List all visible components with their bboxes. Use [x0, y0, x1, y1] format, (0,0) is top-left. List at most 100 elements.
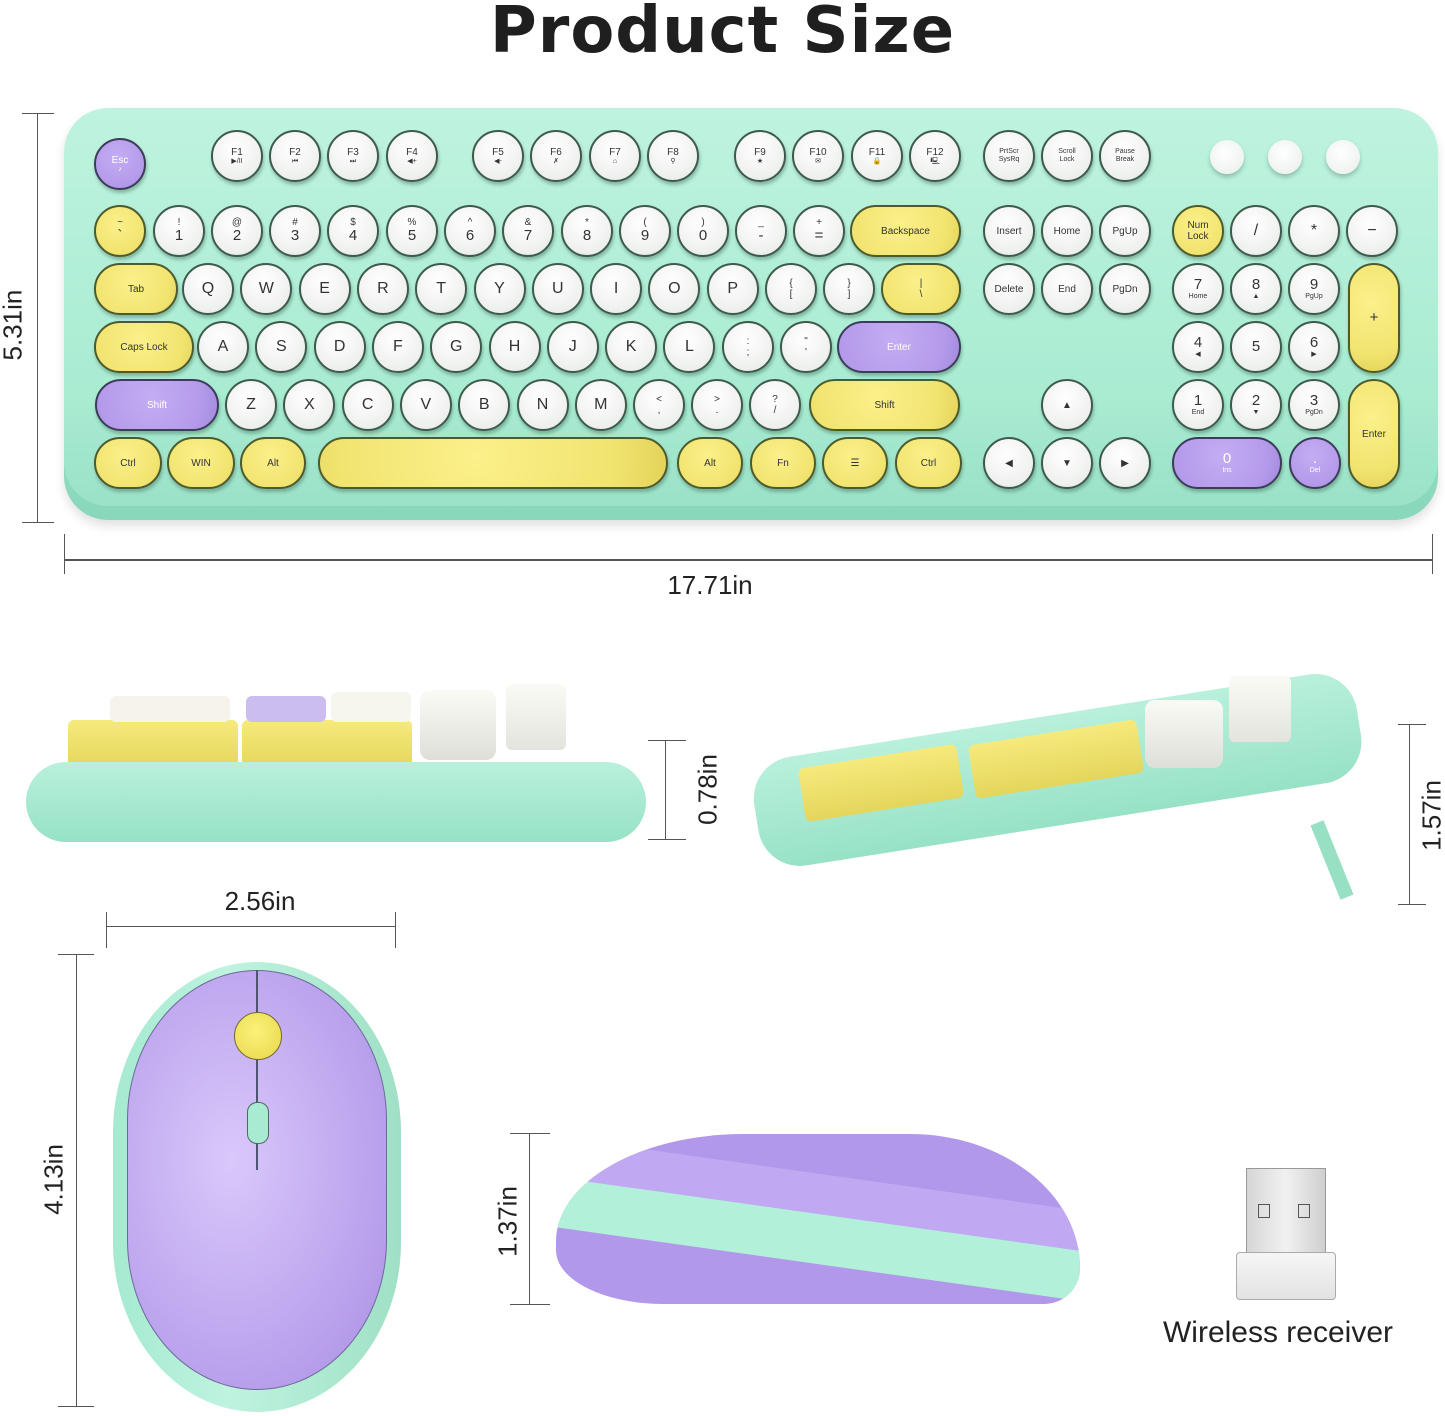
- key-f10[interactable]: F10✉: [792, 130, 844, 182]
- key-np-enter[interactable]: Enter: [1348, 379, 1400, 489]
- key-f3[interactable]: F3⏭: [327, 130, 379, 182]
- key-pgup[interactable]: PgUp: [1099, 205, 1151, 257]
- key-w[interactable]: W: [240, 263, 293, 315]
- key-punct-a-1[interactable]: "': [780, 321, 832, 373]
- key-num-0[interactable]: ~`: [94, 205, 146, 257]
- key-c[interactable]: C: [341, 379, 394, 431]
- key-bottom-right-2[interactable]: ☰: [822, 437, 888, 489]
- key-f8[interactable]: F8⚲: [647, 130, 699, 182]
- key-enter[interactable]: Enter: [837, 321, 961, 373]
- key-delete[interactable]: Delete: [983, 263, 1035, 315]
- key-punct-z-1[interactable]: >.: [691, 379, 743, 431]
- key-bottom-left-0[interactable]: Ctrl: [94, 437, 162, 489]
- key-z[interactable]: Z: [225, 379, 277, 431]
- arrow-up-key[interactable]: ▲: [1041, 379, 1093, 431]
- key-p[interactable]: P: [706, 263, 759, 315]
- key-np-top-1[interactable]: *: [1288, 205, 1340, 257]
- key-f1[interactable]: F1▶/II: [211, 130, 263, 182]
- key-bottom-right-3[interactable]: Ctrl: [895, 437, 962, 489]
- key-t[interactable]: T: [415, 263, 468, 315]
- key-num-8[interactable]: *8: [561, 205, 613, 257]
- key-num-10[interactable]: )0: [677, 205, 729, 257]
- key-home[interactable]: Home: [1041, 205, 1093, 257]
- key-o[interactable]: O: [648, 263, 701, 315]
- key-num-1[interactable]: !1: [153, 205, 205, 257]
- key-punct-a-0[interactable]: :;: [722, 321, 774, 373]
- key-num-3[interactable]: #3: [269, 205, 321, 257]
- key-a[interactable]: A: [197, 321, 249, 373]
- key-m[interactable]: M: [574, 379, 627, 431]
- arrow-left-key[interactable]: ◀: [983, 437, 1035, 489]
- key-num-2[interactable]: @2: [211, 205, 263, 257]
- key-u[interactable]: U: [531, 263, 584, 315]
- key-f7[interactable]: F7⌂: [589, 130, 641, 182]
- key-num-5[interactable]: %5: [386, 205, 438, 257]
- key-punct-z-0[interactable]: <,: [633, 379, 685, 431]
- key-bracket-1[interactable]: }]: [823, 263, 875, 315]
- key-h[interactable]: H: [488, 321, 541, 373]
- key-k[interactable]: K: [605, 321, 658, 373]
- key-backslash[interactable]: |\: [881, 263, 961, 315]
- key-punct-z-2[interactable]: ?/: [749, 379, 801, 431]
- key-l[interactable]: L: [663, 321, 716, 373]
- key-esc[interactable]: Esc♪: [94, 138, 146, 190]
- key-bottom-right-0[interactable]: Alt: [677, 437, 743, 489]
- key-np-4[interactable]: 4◀: [1172, 321, 1224, 373]
- key-d[interactable]: D: [313, 321, 366, 373]
- key-r[interactable]: R: [356, 263, 409, 315]
- key-i[interactable]: I: [590, 263, 643, 315]
- key-end[interactable]: End: [1041, 263, 1093, 315]
- key-g[interactable]: G: [430, 321, 483, 373]
- key-shift-left[interactable]: Shift: [95, 379, 219, 431]
- key-f9[interactable]: F9★: [734, 130, 786, 182]
- key-tab[interactable]: Tab: [94, 263, 178, 315]
- key-s[interactable]: S: [255, 321, 308, 373]
- key-backspace[interactable]: Backspace: [850, 205, 961, 257]
- key-bracket-0[interactable]: {[: [765, 263, 817, 315]
- key-b[interactable]: B: [458, 379, 511, 431]
- key-shift-right[interactable]: Shift: [809, 379, 960, 431]
- key-num-9[interactable]: (9: [619, 205, 671, 257]
- key-y[interactable]: Y: [473, 263, 526, 315]
- key-q[interactable]: Q: [182, 263, 234, 315]
- key-num-11[interactable]: _-: [735, 205, 787, 257]
- key-np-2[interactable]: 2▼: [1230, 379, 1282, 431]
- key-bottom-left-1[interactable]: WIN: [167, 437, 235, 489]
- key-f2[interactable]: F2⏮: [269, 130, 321, 182]
- arrow-right-key[interactable]: ▶: [1099, 437, 1151, 489]
- key-num-7[interactable]: &7: [502, 205, 554, 257]
- key-j[interactable]: J: [546, 321, 599, 373]
- key-v[interactable]: V: [399, 379, 452, 431]
- key-np-5[interactable]: 5: [1230, 321, 1282, 373]
- key-bottom-right-1[interactable]: Fn: [750, 437, 816, 489]
- key-np-dot[interactable]: .Del: [1289, 437, 1341, 489]
- key-f5[interactable]: F5◀-: [472, 130, 524, 182]
- key-f6[interactable]: F6✗: [530, 130, 582, 182]
- key-insert[interactable]: Insert: [983, 205, 1035, 257]
- key-caps-lock[interactable]: Caps Lock: [94, 321, 194, 373]
- key-f11[interactable]: F11🔒: [851, 130, 903, 182]
- key-pgdn[interactable]: PgDn: [1099, 263, 1151, 315]
- key-np-8[interactable]: 8▲: [1230, 263, 1282, 315]
- key-f4[interactable]: F4◀+: [386, 130, 438, 182]
- key-spacebar[interactable]: [318, 437, 668, 489]
- key-np-plus[interactable]: +: [1348, 263, 1400, 373]
- key-f[interactable]: F: [371, 321, 424, 373]
- key-num-12[interactable]: +=: [793, 205, 845, 257]
- key-n[interactable]: N: [516, 379, 569, 431]
- key-bottom-left-2[interactable]: Alt: [240, 437, 306, 489]
- key-num-6[interactable]: ^6: [444, 205, 496, 257]
- key-f12[interactable]: F12🖳: [909, 130, 961, 182]
- key-np-top-0[interactable]: /: [1230, 205, 1282, 257]
- arrow-down-key[interactable]: ▼: [1041, 437, 1093, 489]
- key-num-4[interactable]: $4: [327, 205, 379, 257]
- key-np-top-2[interactable]: −: [1346, 205, 1398, 257]
